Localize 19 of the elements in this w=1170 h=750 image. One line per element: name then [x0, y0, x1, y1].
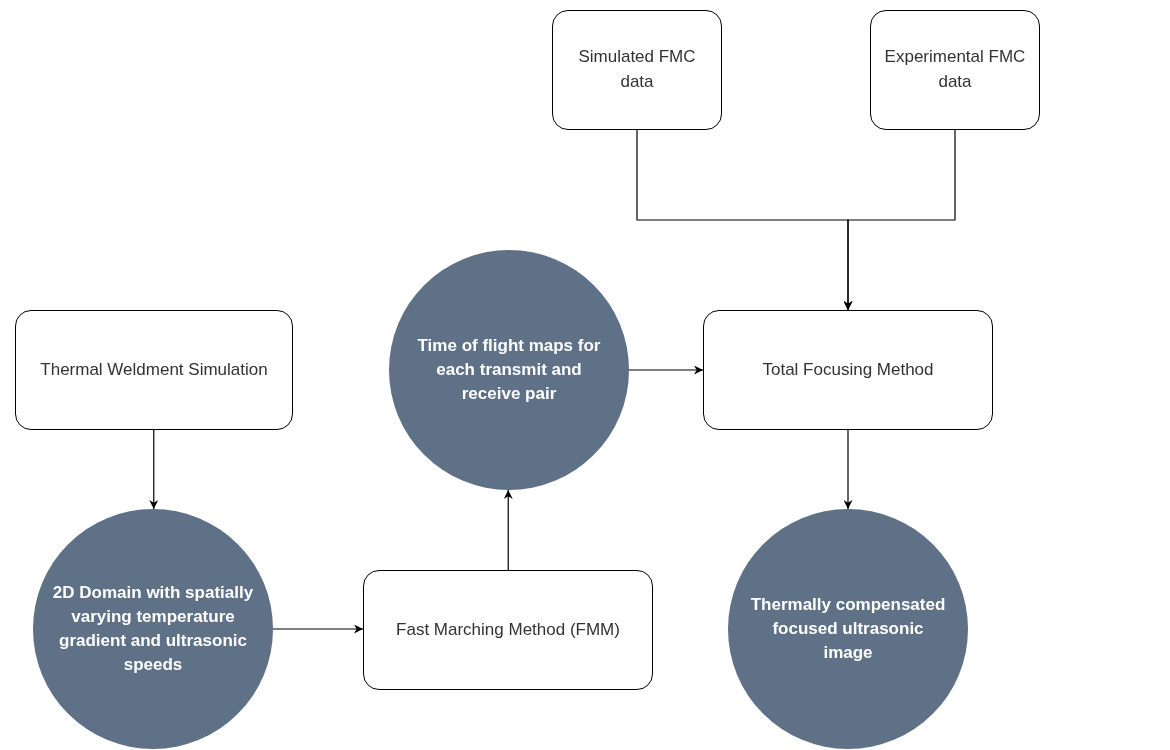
node-label: Total Focusing Method — [761, 358, 935, 381]
process-box — [870, 10, 1040, 130]
process-box — [15, 310, 293, 430]
node-label: Fast Marching Method (FMM) — [395, 618, 621, 641]
node-label: Simulated FMC data — [577, 46, 697, 93]
arrow — [843, 429, 853, 510]
node-label: 2D Domain with spatially varying temperature gradient and ultrasonic speeds — [51, 582, 255, 676]
arrow — [272, 624, 364, 634]
arrow — [628, 365, 704, 375]
arrow — [503, 489, 513, 571]
node-label: Thermally compensated focused ultrasonic image — [749, 594, 947, 664]
node-label: Thermal Weldment Simulation — [39, 358, 269, 381]
node-label: Time of flight maps for each transmit and receive pair — [416, 335, 602, 405]
process-box — [552, 10, 722, 130]
process-box — [703, 310, 993, 430]
node-label: Experimental FMC data — [883, 46, 1027, 93]
process-box — [363, 570, 653, 690]
arrow — [843, 129, 956, 311]
arrow — [149, 429, 159, 510]
